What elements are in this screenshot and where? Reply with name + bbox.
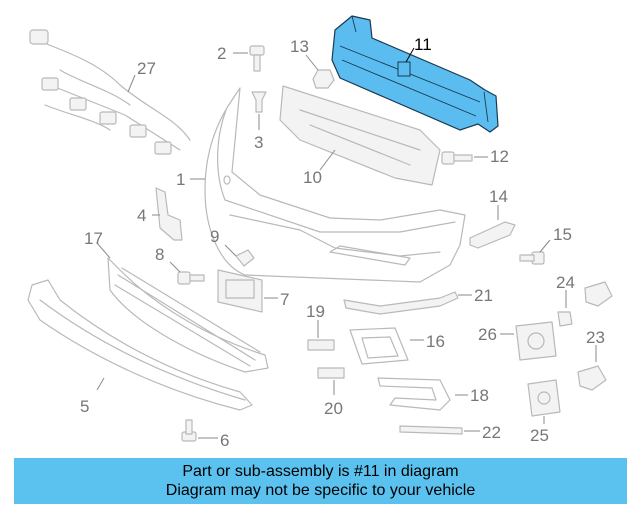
callout-9[interactable]: 9 (210, 227, 219, 246)
callout-3[interactable]: 3 (254, 133, 263, 152)
part-25-sensor-holder[interactable]: 25 (527, 379, 561, 445)
banner-line-1: Part or sub-assembly is #11 in diagram (182, 463, 459, 480)
part-4-bracket[interactable]: 4 (137, 187, 183, 241)
callout-15[interactable]: 15 (553, 225, 572, 244)
part-27-wiring-harness[interactable]: 27 (29, 29, 191, 155)
callout-22[interactable]: 22 (482, 423, 501, 442)
callout-20[interactable]: 20 (324, 399, 343, 418)
part-13-nut[interactable]: 13 (290, 37, 335, 89)
callout-18[interactable]: 18 (470, 386, 489, 405)
part-3-clip[interactable]: 3 (251, 91, 267, 152)
callout-12[interactable]: 12 (490, 147, 509, 166)
callout-7[interactable]: 7 (280, 290, 289, 309)
part-22-strip[interactable]: 22 (399, 423, 501, 442)
part-16-bezel[interactable]: 16 (349, 327, 445, 365)
part-5-lower-spoiler[interactable]: 5 (27, 279, 253, 416)
part-9-clip[interactable]: 9 (210, 227, 255, 267)
callout-23[interactable]: 23 (586, 328, 605, 347)
part-23-parking-sensor[interactable]: 23 (577, 281, 613, 391)
part-14-cover-cap[interactable]: 14 (469, 187, 516, 249)
callout-11[interactable]: 11 (414, 35, 432, 54)
callout-14[interactable]: 14 (489, 187, 508, 206)
callout-1[interactable]: 1 (176, 170, 185, 189)
callout-27[interactable]: 27 (137, 59, 156, 78)
part-17-lower-grille[interactable]: 17 (84, 229, 269, 373)
part-1-bumper-cover[interactable]: 1 (176, 87, 466, 283)
part-19-clip[interactable]: 19 (306, 302, 335, 351)
callout-24[interactable]: 24 (556, 273, 575, 292)
callout-10[interactable]: 10 (303, 168, 322, 187)
part-12-bolt[interactable]: 12 (441, 147, 509, 166)
callout-25[interactable]: 25 (530, 426, 549, 445)
callout-17[interactable]: 17 (84, 229, 103, 248)
part-18-trim-frame[interactable]: 18 (377, 377, 489, 411)
part-7-license-bracket[interactable]: 7 (217, 269, 289, 313)
part-24-clip[interactable]: 24 (556, 273, 575, 327)
part-11-bumper-reinforcement[interactable]: 11 (331, 15, 499, 133)
exploded-parts-diagram: 27 2 3 13 10 11 12 (27, 15, 613, 450)
callout-19[interactable]: 19 (306, 302, 325, 321)
callout-5[interactable]: 5 (80, 397, 89, 416)
callout-6[interactable]: 6 (220, 431, 229, 450)
part-2-bolt[interactable]: 2 (217, 44, 265, 72)
part-20-clip[interactable]: 20 (317, 367, 345, 418)
part-10-energy-absorber[interactable]: 10 (279, 85, 441, 187)
part-21-trim-strip[interactable]: 21 (343, 286, 493, 315)
callout-16[interactable]: 16 (426, 332, 445, 351)
part-15-screw[interactable]: 15 (519, 225, 572, 265)
callout-4[interactable]: 4 (137, 206, 146, 225)
info-banner: Part or sub-assembly is #11 in diagram D… (14, 458, 627, 504)
callout-8[interactable]: 8 (155, 245, 164, 264)
callout-26[interactable]: 26 (478, 325, 497, 344)
part-8-screw[interactable]: 8 (155, 245, 205, 285)
callout-2[interactable]: 2 (217, 44, 226, 63)
part-26-sensor-bracket[interactable]: 26 (478, 321, 557, 361)
part-6-bolt[interactable]: 6 (181, 419, 229, 450)
banner-line-2: Diagram may not be specific to your vehi… (165, 482, 476, 499)
callout-21[interactable]: 21 (474, 286, 493, 305)
callout-13[interactable]: 13 (290, 37, 309, 56)
